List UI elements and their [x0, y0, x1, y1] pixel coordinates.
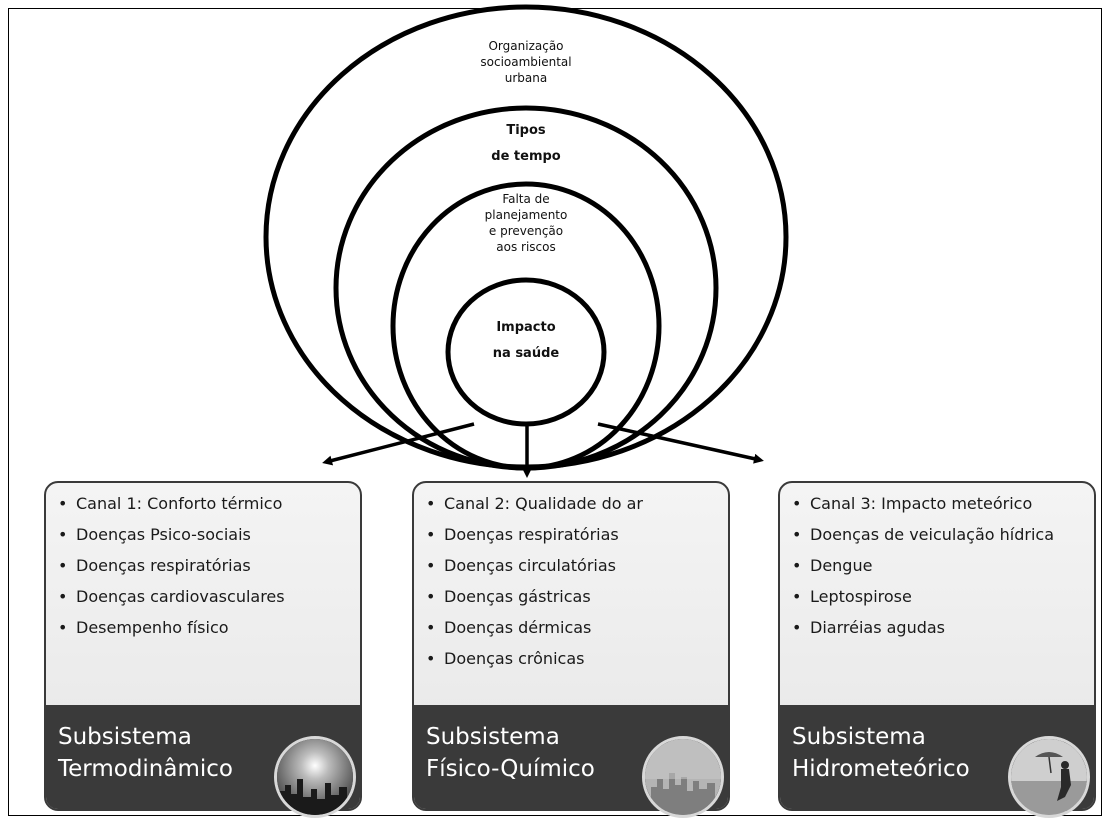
card-list: •Canal 1: Conforto térmico •Doenças Psic… — [46, 483, 360, 639]
list-item: •Doenças de veiculação hídrica — [792, 525, 1054, 544]
card-list: •Canal 3: Impacto meteórico •Doenças de … — [780, 483, 1094, 639]
ring-label-second: Tipos de tempo — [491, 123, 561, 164]
list-item: •Canal 3: Impacto meteórico — [792, 494, 1033, 513]
card-hydrometeoric: •Canal 3: Impacto meteórico •Doenças de … — [778, 481, 1096, 811]
ring-label-third: Falta de planejamento e prevenção aos ri… — [484, 192, 568, 254]
card-list: •Canal 2: Qualidade do ar •Doenças respi… — [414, 483, 728, 670]
list-item: •Doenças gástricas — [426, 587, 591, 606]
list-item: •Desempenho físico — [58, 618, 229, 637]
list-item: •Doenças crônicas — [426, 649, 585, 668]
list-item: •Leptospirose — [792, 587, 912, 606]
list-item: •Doenças dérmicas — [426, 618, 592, 637]
smog-city-photo-icon — [642, 736, 724, 818]
list-item: •Doenças respiratórias — [426, 525, 619, 544]
card-footer-title: Subsistema Hidrometeórico — [792, 724, 970, 782]
list-item: •Doenças Psico-sociais — [58, 525, 251, 544]
list-item: •Canal 1: Conforto térmico — [58, 494, 283, 513]
list-item: •Doenças circulatórias — [426, 556, 616, 575]
card-footer-title: Subsistema Físico-Químico — [426, 724, 595, 782]
ring-label-inner: Impacto na saúde — [492, 320, 560, 361]
flood-person-photo-icon — [1008, 736, 1090, 818]
list-item: •Diarréias agudas — [792, 618, 946, 637]
ring-label-outer: Organização socioambiental urbana — [480, 39, 572, 85]
arrow-right — [597, 422, 764, 464]
list-item: •Dengue — [792, 556, 873, 575]
list-item: •Doenças cardiovasculares — [58, 587, 285, 606]
city-sunset-photo-icon — [274, 736, 356, 818]
card-footer-title: Subsistema Termodinâmico — [58, 724, 233, 782]
arrow-left — [322, 422, 475, 466]
list-item: •Doenças respiratórias — [58, 556, 251, 575]
list-item: •Canal 2: Qualidade do ar — [426, 494, 643, 513]
